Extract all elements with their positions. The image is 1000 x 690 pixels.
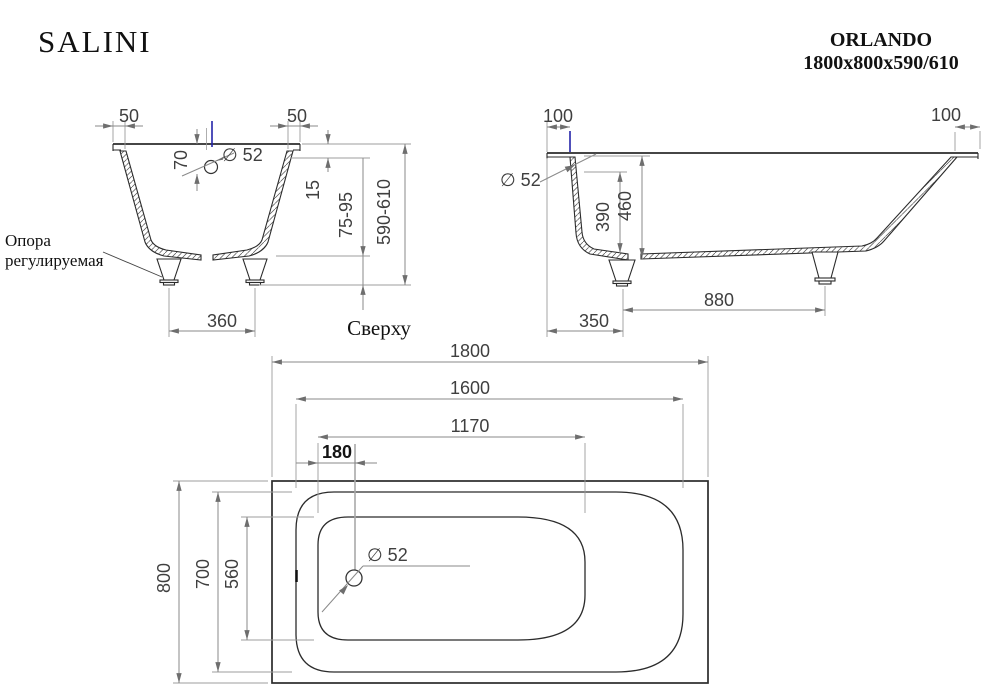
section-rim-lips bbox=[112, 144, 301, 151]
dim-width: 800 bbox=[154, 563, 174, 593]
brand-logo: SALINI bbox=[38, 24, 152, 59]
top-inner-bottom bbox=[317, 516, 586, 641]
dim-side-drain-dia: ∅ 52 bbox=[500, 170, 541, 190]
top-view: 1800 1600 1170 180 800 700 560 ∅ 52 bbox=[154, 341, 709, 684]
top-outer-rect bbox=[271, 480, 709, 684]
dim-side-rim-right: 100 bbox=[931, 105, 961, 125]
model-size: 1800x800x590/610 bbox=[803, 52, 959, 74]
cross-section-view: 50 50 70 ∅ 52 15 75-95 590-610 36 bbox=[5, 106, 411, 340]
support-label-line2: регулируемая bbox=[5, 251, 104, 270]
section-left-foot bbox=[156, 258, 182, 286]
side-view: 100 100 ∅ 52 390 460 880 350 bbox=[500, 105, 981, 337]
top-inner-rim bbox=[295, 491, 684, 673]
support-label-line1: Опора bbox=[5, 231, 51, 250]
dim-total-height: 590-610 bbox=[374, 179, 394, 245]
side-rim-lips bbox=[546, 153, 979, 159]
dim-inner-width: 700 bbox=[193, 559, 213, 589]
dim-rim-left: 50 bbox=[119, 106, 139, 126]
dim-side-foot-spacing: 880 bbox=[704, 290, 734, 310]
top-view-label: Сверху bbox=[347, 316, 411, 340]
dim-rim-right: 50 bbox=[287, 106, 307, 126]
section-drain-hole bbox=[203, 159, 219, 175]
dim-drain-depth: 70 bbox=[171, 150, 191, 170]
side-left-wall bbox=[569, 156, 629, 261]
dim-length: 1800 bbox=[450, 341, 490, 361]
section-right-foot bbox=[242, 258, 268, 286]
dim-top-drain-dia: ∅ 52 bbox=[367, 545, 408, 565]
section-left-wall bbox=[119, 150, 202, 261]
side-bottom-and-back bbox=[640, 156, 959, 260]
dim-body-height: 460 bbox=[615, 191, 635, 221]
support-leader-line bbox=[102, 251, 163, 278]
section-right-wall bbox=[212, 150, 294, 261]
dim-inner-depth: 390 bbox=[593, 202, 613, 232]
side-left-foot bbox=[608, 259, 636, 287]
dim-bottom-width: 560 bbox=[222, 559, 242, 589]
dim-rim-lip: 15 bbox=[303, 180, 323, 200]
dim-foot-range: 75-95 bbox=[336, 192, 356, 238]
dim-side-rim-left: 100 bbox=[543, 106, 573, 126]
top-dimensions: 1800 1600 1170 180 800 700 560 ∅ 52 bbox=[154, 341, 709, 684]
dim-section-drain-dia: ∅ 52 bbox=[222, 145, 263, 165]
top-drain-hole bbox=[345, 569, 363, 587]
dim-inner-length: 1600 bbox=[450, 378, 490, 398]
model-title: ORLANDO bbox=[830, 29, 932, 51]
dim-foot-spacing: 360 bbox=[207, 311, 237, 331]
dim-foot-offset: 350 bbox=[579, 311, 609, 331]
side-dimensions: 100 100 ∅ 52 390 460 880 350 bbox=[500, 105, 981, 337]
support-annotation: Опора регулируемая bbox=[5, 231, 163, 278]
side-right-foot bbox=[811, 251, 839, 285]
dim-drain-offset: 180 bbox=[322, 442, 352, 462]
dim-bottom-length: 1170 bbox=[451, 416, 490, 436]
section-dimensions: 50 50 70 ∅ 52 15 75-95 590-610 36 bbox=[95, 106, 411, 337]
